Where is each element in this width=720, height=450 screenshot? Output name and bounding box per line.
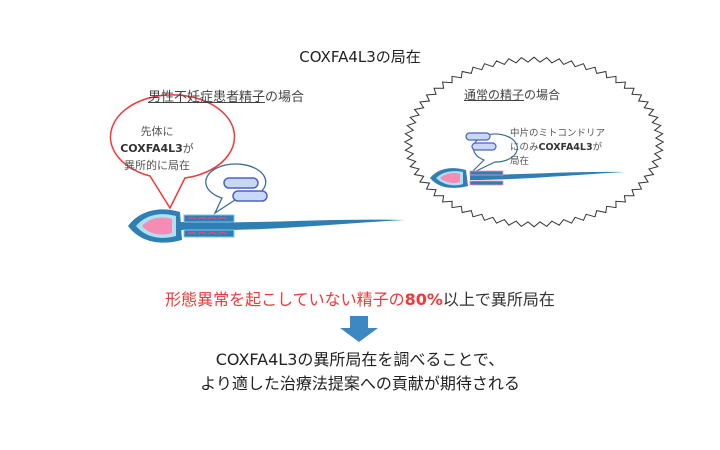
mitochondria-speech-bubble-left [205, 163, 268, 215]
note-post: が [592, 142, 603, 153]
infertile-sperm-caption: 男性不妊症患者精子の場合 [148, 86, 304, 105]
acrosome-head [142, 217, 172, 235]
normal-sperm-illustration [430, 132, 625, 188]
acrosome-speech-bubble [109, 94, 236, 210]
note-line: にのみCOXFA4L3が [510, 141, 605, 155]
protein-name: COXFA4L3 [538, 142, 593, 153]
caption-rest: の場合 [265, 90, 305, 105]
result-pre: 形態異常を起こしていない精子の [165, 290, 405, 309]
caption-rest: の場合 [524, 88, 561, 102]
normal-sperm-caption: 通常の精子の場合 [464, 86, 560, 103]
note-pre: にのみ [510, 142, 539, 153]
bubble-line: 異所的に局在 [124, 159, 190, 172]
protein-name: COXFA4L3 [120, 142, 183, 155]
acrosome-bubble-text: 先体に COXFA4L3が 異所的に局在 [112, 123, 202, 174]
caption-underlined: 通常の精子 [464, 88, 525, 102]
normal-sperm-frame [403, 56, 665, 228]
note-line: 局在 [510, 156, 530, 167]
slide-title: COXFA4L3の局在 [299, 48, 421, 66]
result-post: 以上で異所局在 [442, 290, 555, 309]
mitochondrion-icon [471, 142, 497, 151]
bubble-line: 先体に [140, 125, 174, 138]
normal-sperm-note: 中片のミトコンドリア にのみCOXFA4L3が 局在 [510, 127, 605, 169]
mitochondrion-icon [465, 132, 491, 141]
result-statement: 形態異常を起こしていない精子の80%以上で異所局在 [0, 286, 720, 310]
mitochondrion-icon [232, 190, 268, 202]
bubble-line: COXFA4L3が [112, 140, 202, 157]
conclusion: COXFA4L3の異所局在を調べることで、 より適した治療法提案への貢献が期待さ… [0, 348, 720, 396]
result-percent: 80% [404, 290, 443, 309]
note-line: 中片のミトコンドリア [510, 128, 606, 139]
down-arrow-icon [340, 316, 378, 342]
caption-underlined: 男性不妊症患者精子 [148, 90, 266, 105]
conclusion-line: COXFA4L3の異所局在を調べることで、 [215, 350, 505, 369]
infertile-sperm-illustration [128, 209, 405, 243]
bubble-particle: が [182, 142, 194, 155]
conclusion-line: より適した治療法提案への貢献が期待される [200, 374, 520, 393]
mitochondrion-icon [223, 177, 259, 189]
